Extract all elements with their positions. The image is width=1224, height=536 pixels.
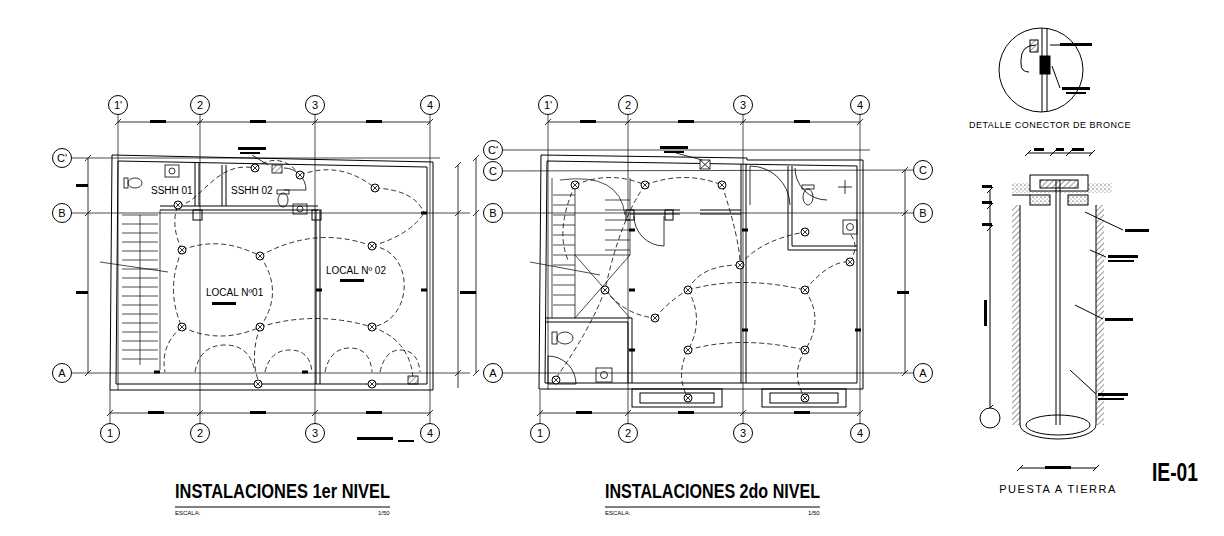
- room-label: SSHH 02: [230, 186, 274, 196]
- detail-title: DETALLE CONECTOR DE BRONCE: [969, 121, 1131, 130]
- grid-bubble: 4: [850, 95, 870, 115]
- grid-bubble: 1': [108, 95, 128, 115]
- dimension-lines: [473, 119, 908, 416]
- sanitary-fixtures: [548, 153, 857, 384]
- grid-line: [315, 115, 316, 423]
- grid-bubble: B: [913, 203, 933, 223]
- bronze-connector-detail: [999, 28, 1092, 112]
- grid-axis-label: C: [919, 165, 927, 176]
- grid-axis-label: 1': [544, 100, 552, 111]
- sheet-title: INSTALACIONES 1er NIVEL: [175, 481, 390, 501]
- grid-bubble: 1': [538, 95, 558, 115]
- grid-line: [200, 115, 201, 423]
- grid-bubble: C: [483, 161, 503, 181]
- walls: [110, 155, 433, 390]
- grid-axis-label: 4: [857, 428, 863, 439]
- grid-bubble: A: [913, 363, 933, 383]
- grid-bubble: 2: [190, 95, 210, 115]
- grounding-pit: [980, 150, 1123, 471]
- wiring: [556, 178, 855, 399]
- grid-axis-label: A: [58, 368, 65, 379]
- grid-bubble: 1: [100, 423, 120, 443]
- grid-axis-label: 3: [312, 100, 318, 111]
- grid-axis-label: B: [489, 208, 496, 219]
- grid-axis-label: 4: [427, 428, 433, 439]
- grid-bubble: 3: [305, 423, 325, 443]
- light-points: [552, 181, 861, 402]
- grid-axis-label: 2: [625, 428, 631, 439]
- grid-bubble: 4: [420, 423, 440, 443]
- sheet-number: IE-01: [1152, 459, 1198, 485]
- scale-label: ESCALA:: [605, 510, 630, 516]
- grid-axis-label: B: [919, 208, 926, 219]
- dimension-lines: [85, 119, 461, 416]
- detail-notes: [1060, 43, 1092, 94]
- grid-bubble: 4: [420, 95, 440, 115]
- grid-line: [430, 115, 431, 423]
- grid-axis-label: 3: [312, 428, 318, 439]
- grid-bubble: C': [52, 148, 72, 168]
- grid-line: [628, 115, 629, 423]
- grid-axis-label: A: [489, 368, 496, 379]
- grid-bubble: 1: [530, 423, 550, 443]
- grid-bubble: 3: [305, 95, 325, 115]
- grid-axis-label: 1': [114, 100, 122, 111]
- dimension-values: [76, 120, 472, 442]
- grid-lines: [72, 115, 470, 423]
- grid-bubble: 3: [733, 423, 753, 443]
- grid-bubble: C': [483, 140, 503, 160]
- grid-axis-label: A: [919, 368, 926, 379]
- grid-axis-label: C': [57, 153, 67, 164]
- grid-bubble: A: [483, 363, 503, 383]
- room-label: LOCAL Nº01: [205, 288, 264, 298]
- grid-line: [860, 115, 861, 423]
- walls: [539, 155, 863, 407]
- scale-label: ESCALA:: [175, 510, 200, 516]
- grid-axis-label: B: [58, 208, 65, 219]
- sanitary-fixtures: [124, 155, 307, 214]
- room-label: SSHH 01: [150, 186, 194, 196]
- detail-notes: [982, 148, 1149, 469]
- grid-bubble: 3: [733, 95, 753, 115]
- grid-bubble: B: [52, 203, 72, 223]
- grid-line: [503, 373, 913, 374]
- grid-axis-label: 2: [197, 428, 203, 439]
- grid-line: [503, 170, 913, 172]
- stair: [530, 178, 630, 318]
- grid-line: [743, 115, 744, 423]
- grid-lines: [503, 115, 870, 423]
- title-underlines: [175, 507, 820, 508]
- scale-value: 1/50: [378, 510, 390, 516]
- scale-value: 1/50: [808, 510, 820, 516]
- grid-bubble: C: [913, 160, 933, 180]
- grid-axis-label: 3: [740, 100, 746, 111]
- grid-bubble: A: [52, 363, 72, 383]
- grid-axis-label: 2: [197, 100, 203, 111]
- grid-bubble: 2: [190, 423, 210, 443]
- detail-title: PUESTA A TIERRA: [999, 484, 1116, 495]
- light-points: [154, 164, 427, 388]
- grid-axis-label: 4: [857, 100, 863, 111]
- grid-line: [503, 213, 913, 214]
- grid-axis-label: C: [489, 166, 497, 177]
- grid-axis-label: 1: [107, 428, 113, 439]
- grid-axis-label: C': [488, 145, 498, 156]
- wiring: [164, 160, 424, 380]
- stair: [100, 210, 168, 370]
- grid-axis-label: 1: [537, 428, 543, 439]
- grid-bubble: 4: [850, 423, 870, 443]
- grid-bubble: 2: [618, 423, 638, 443]
- grid-axis-label: 3: [740, 428, 746, 439]
- grid-bubble: B: [483, 203, 503, 223]
- dimension-values: [464, 120, 909, 414]
- grid-axis-label: 2: [625, 100, 631, 111]
- room-label: LOCAL Nº 02: [325, 266, 387, 276]
- sheet-title: INSTALACIONES 2do NIVEL: [605, 481, 820, 501]
- grid-bubble: 2: [618, 95, 638, 115]
- grid-axis-label: 4: [427, 100, 433, 111]
